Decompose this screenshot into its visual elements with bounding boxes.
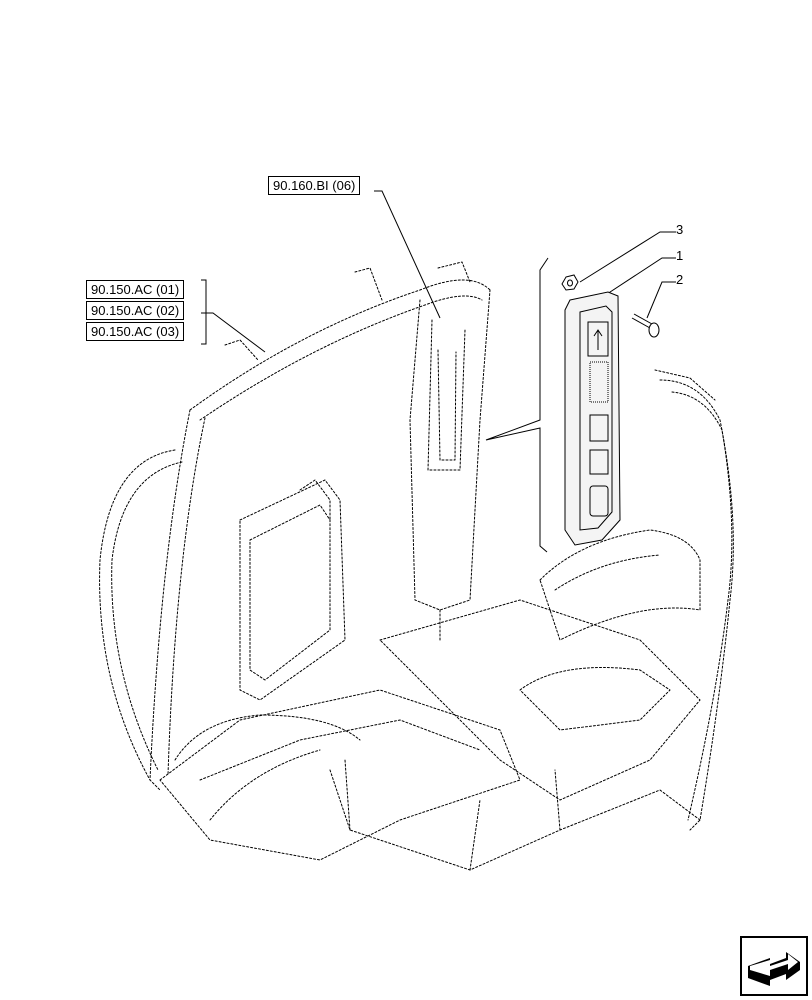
leader-pillar-ref bbox=[374, 190, 441, 319]
leader-2 bbox=[646, 281, 676, 319]
rear-panel bbox=[239, 479, 346, 701]
base-frame bbox=[329, 769, 701, 871]
roof-reference-label-2[interactable]: 90.150.AC (02) bbox=[86, 301, 185, 320]
front-pillar-left bbox=[149, 409, 191, 791]
callout-2: 2 bbox=[676, 272, 684, 287]
callout-1: 1 bbox=[676, 248, 684, 263]
leader-1 bbox=[603, 257, 676, 297]
right-console bbox=[539, 529, 701, 641]
roof-arc-inner bbox=[199, 295, 483, 421]
rear-pillar-right bbox=[659, 379, 734, 831]
floor-left bbox=[159, 689, 521, 861]
callout-3: 3 bbox=[676, 222, 684, 237]
leader-3 bbox=[579, 231, 676, 283]
roof-arc-outer bbox=[189, 279, 491, 411]
roof-reference-label-3[interactable]: 90.150.AC (03) bbox=[86, 322, 185, 341]
next-page-arrow-icon[interactable] bbox=[740, 936, 808, 996]
panel-bracket bbox=[485, 257, 549, 553]
center-pillar bbox=[409, 289, 491, 611]
door-frame-left-inner bbox=[111, 461, 183, 771]
roof-reference-label-1[interactable]: 90.150.AC (01) bbox=[86, 280, 185, 299]
screw-part bbox=[631, 313, 660, 338]
pillar-reference-label[interactable]: 90.160.BI (06) bbox=[268, 176, 361, 195]
door-frame-left bbox=[99, 449, 176, 781]
nut-part bbox=[561, 274, 579, 291]
control-panel-part bbox=[564, 291, 621, 546]
floor-right bbox=[379, 599, 701, 801]
front-pillar-left-inner bbox=[167, 417, 206, 776]
leader-roof-ref bbox=[201, 312, 266, 353]
